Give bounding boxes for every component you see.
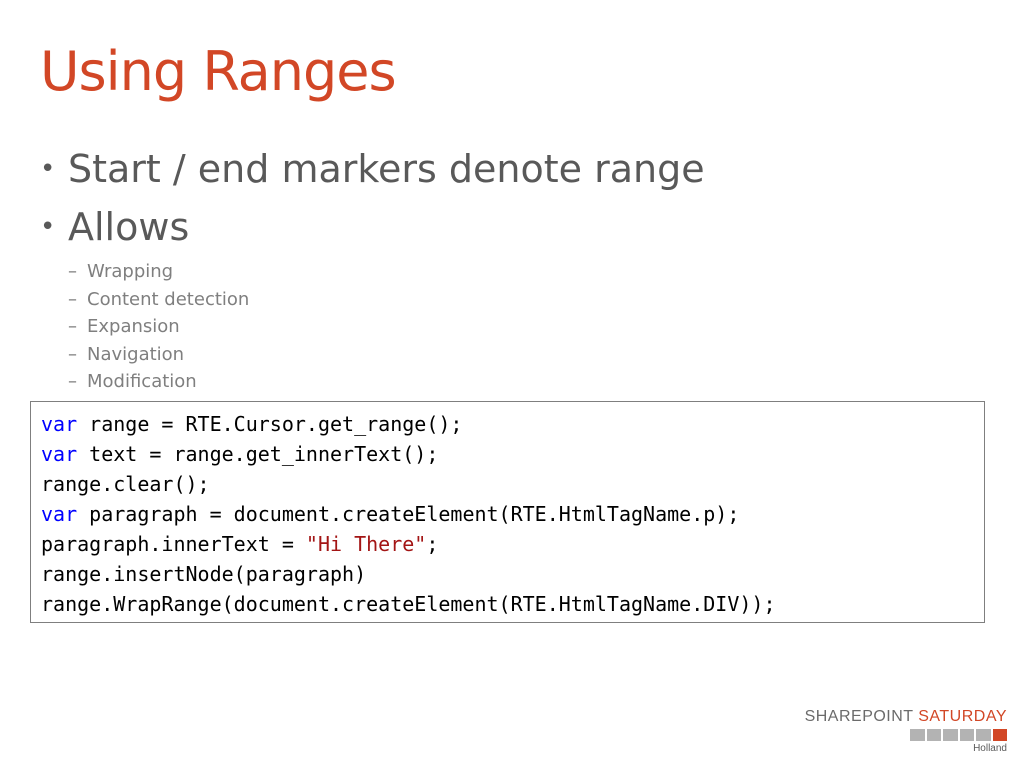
- sub-bullet-item: – Wrapping: [40, 258, 980, 286]
- dash-icon: –: [68, 288, 77, 310]
- code-text: paragraph.innerText =: [41, 532, 306, 556]
- logo-square: [943, 729, 958, 741]
- bullet-text: Allows: [68, 205, 190, 249]
- logo-square: [926, 729, 941, 741]
- code-line: range.insertNode(paragraph): [41, 559, 974, 589]
- slide-title: Using Ranges: [40, 40, 397, 103]
- code-string: "Hi There": [305, 532, 427, 556]
- sub-bullet-text: Expansion: [87, 316, 180, 337]
- sub-bullet-text: Wrapping: [87, 261, 174, 282]
- logo-squares: [910, 729, 1007, 741]
- bullet-item: • Start / end markers denote range: [40, 140, 980, 198]
- code-line: var range = RTE.Cursor.get_range();: [41, 409, 974, 439]
- code-text: paragraph = document.createElement(RTE.H…: [77, 502, 740, 526]
- sub-bullet-item: – Expansion: [40, 313, 980, 341]
- code-keyword: var: [41, 442, 78, 466]
- code-line: range.WrapRange(document.createElement(R…: [41, 589, 974, 619]
- logo-subtitle: Holland: [973, 743, 1007, 754]
- logo-square: [992, 729, 1007, 741]
- code-line: paragraph.innerText = "Hi There";: [41, 529, 974, 559]
- bullet-text: Start / end markers denote range: [68, 147, 705, 191]
- bullet-icon: •: [40, 154, 56, 184]
- dash-icon: –: [68, 316, 77, 337]
- logo-square: [959, 729, 974, 741]
- bullet-list: • Start / end markers denote range • All…: [40, 140, 980, 396]
- sub-bullet-text: Navigation: [87, 343, 185, 365]
- sub-bullet-list: – Wrapping – Content detection – Expansi…: [40, 258, 980, 396]
- sub-bullet-text: Modification: [87, 371, 197, 392]
- dash-icon: –: [68, 371, 77, 392]
- logo-wordmark: SHAREPOINT SATURDAY: [805, 708, 1007, 726]
- sub-bullet-text: Content detection: [87, 288, 250, 310]
- sharepoint-saturday-logo: SHAREPOINT SATURDAY Holland: [745, 708, 1007, 758]
- sub-bullet-item: – Modification: [40, 368, 980, 396]
- code-keyword: var: [41, 412, 78, 436]
- code-text: ;: [426, 532, 439, 556]
- dash-icon: –: [68, 261, 77, 282]
- bullet-item: • Allows: [40, 198, 980, 256]
- code-line: var text = range.get_innerText();: [41, 439, 974, 469]
- code-text: range.WrapRange(document.createElement(R…: [41, 592, 776, 616]
- code-line: range.clear();: [41, 469, 974, 499]
- logo-word-sharepoint: SHAREPOINT: [804, 708, 914, 725]
- sub-bullet-item: – Navigation: [40, 341, 980, 369]
- code-block: var range = RTE.Cursor.get_range();var t…: [30, 401, 985, 623]
- code-text: range = RTE.Cursor.get_range();: [77, 412, 463, 436]
- code-text: text = range.get_innerText();: [77, 442, 439, 466]
- bullet-icon: •: [40, 212, 56, 242]
- sub-bullet-item: – Content detection: [40, 286, 980, 314]
- code-text: range.clear();: [41, 472, 210, 496]
- logo-square: [976, 729, 991, 741]
- dash-icon: –: [68, 343, 77, 365]
- code-line: var paragraph = document.createElement(R…: [41, 499, 974, 529]
- code-keyword: var: [41, 502, 78, 526]
- logo-square: [910, 729, 925, 741]
- code-text: range.insertNode(paragraph): [41, 562, 367, 586]
- logo-word-saturday: SATURDAY: [918, 708, 1007, 725]
